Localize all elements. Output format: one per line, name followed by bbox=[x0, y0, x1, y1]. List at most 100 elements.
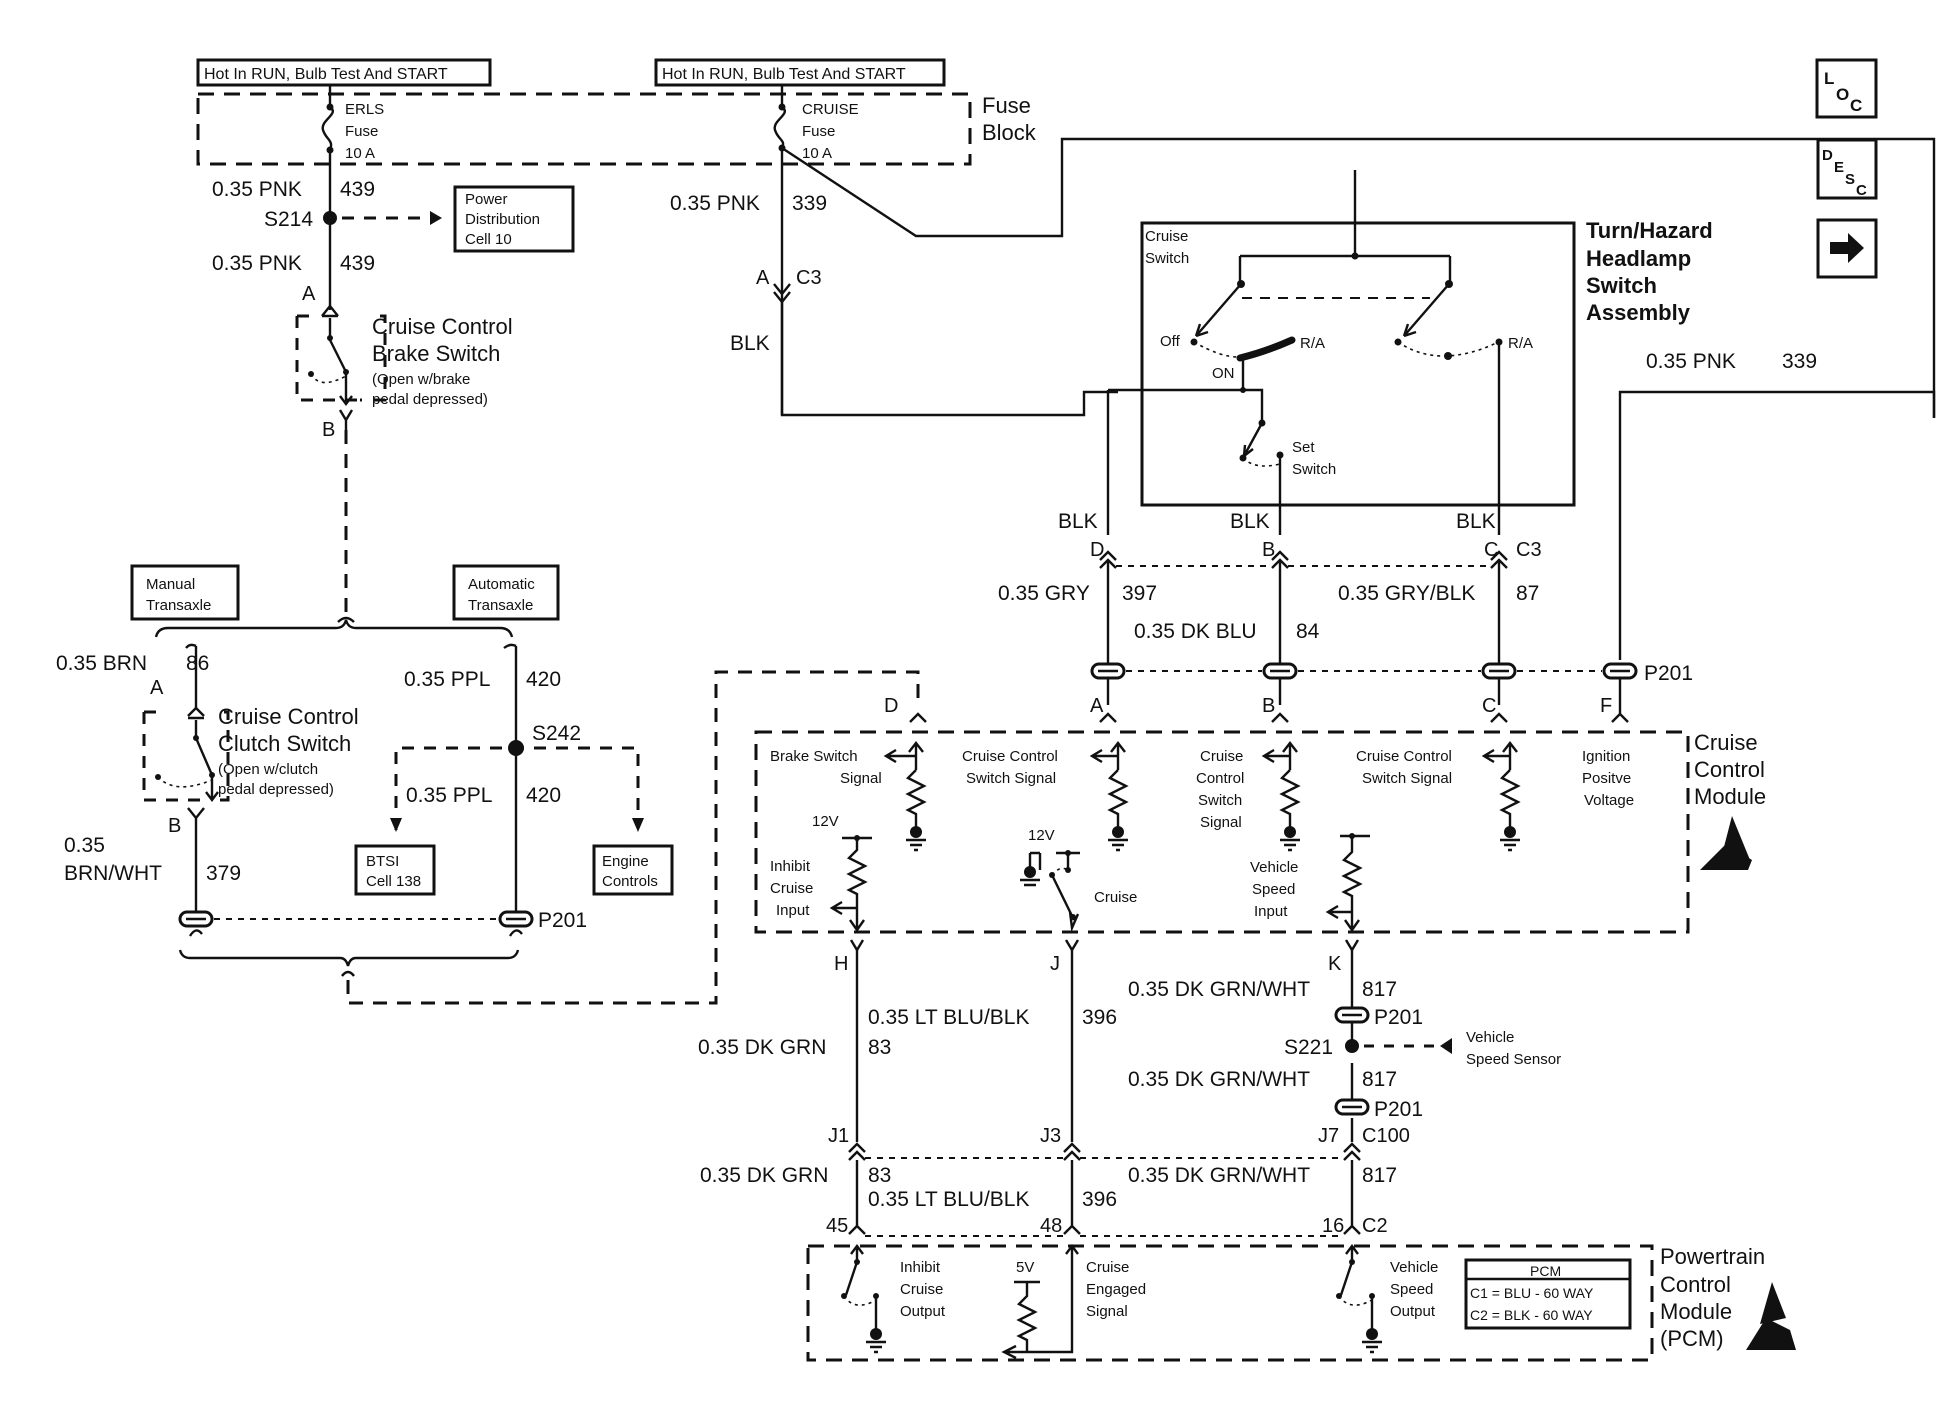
fuse-block-title-2: Block bbox=[982, 120, 1037, 145]
wire-83a-label: 0.35 DK GRN bbox=[698, 1036, 826, 1059]
brake-switch-title-1: Cruise Control bbox=[372, 314, 513, 339]
cruise-switch-label-1: Cruise bbox=[1145, 228, 1188, 245]
switch-on-label: ON bbox=[1212, 365, 1235, 382]
c3-connector-label: C3 bbox=[1516, 539, 1542, 561]
module-pin-b: B bbox=[1262, 695, 1275, 717]
cruise-fuse-label-3: 10 A bbox=[802, 145, 832, 162]
loc-l: L bbox=[1824, 69, 1834, 88]
ccm-title-2: Control bbox=[1694, 757, 1765, 782]
pcm-connector-legend: PCM C1 = BLU - 60 WAY C2 = BLK - 60 WAY bbox=[1464, 1258, 1632, 1330]
fuse-block: Fuse Block bbox=[196, 92, 1037, 166]
cruise-fuse-label-2: Fuse bbox=[802, 123, 835, 140]
hot-label-left: Hot In RUN, Bulb Test And START bbox=[196, 58, 492, 87]
pcm-vss-2: Speed bbox=[1390, 1281, 1433, 1298]
wire-379-circuit: 379 bbox=[206, 862, 241, 885]
ccm-switch-signal-3a: Cruise Control bbox=[1356, 748, 1452, 765]
cruise-fuse-label-1: CRUISE bbox=[802, 101, 859, 118]
power-dist-1: Power bbox=[465, 191, 508, 208]
splice-s221 bbox=[1345, 1039, 1359, 1053]
pcm-engaged-1: Cruise bbox=[1086, 1259, 1129, 1276]
wire-817c-label: 0.35 DK GRN/WHT bbox=[1128, 1164, 1310, 1187]
clutch-switch: Cruise Control Clutch Switch (Open w/clu… bbox=[142, 704, 359, 802]
c2-pin-16: 16 bbox=[1322, 1215, 1344, 1237]
c3-pin-d: D bbox=[1090, 539, 1104, 561]
pcm-title-2: Control bbox=[1660, 1272, 1731, 1297]
manual-1: Manual bbox=[146, 576, 195, 593]
p201-inline-a: P201 bbox=[1334, 1006, 1423, 1029]
module-pin-a: A bbox=[1090, 695, 1104, 717]
manual-transaxle-box: Manual Transaxle bbox=[130, 564, 240, 621]
wire-86-circuit: 86 bbox=[186, 652, 209, 675]
wire-396a-label: 0.35 LT BLU/BLK bbox=[868, 1006, 1030, 1029]
wire-87-circuit: 87 bbox=[1516, 582, 1539, 605]
switch-ra-right-label: R/A bbox=[1508, 335, 1533, 352]
erls-fuse-label-3: 10 A bbox=[345, 145, 375, 162]
brake-switch-note-2: pedal depressed) bbox=[372, 391, 488, 408]
clutch-switch-title-1: Cruise Control bbox=[218, 704, 359, 729]
cruise-control-module: Cruise Control Module Brake Switch Signa… bbox=[754, 730, 1766, 934]
switch-off-label: Off bbox=[1160, 333, 1181, 350]
auto-2: Transaxle bbox=[468, 597, 533, 614]
pcm-inhibit-3: Output bbox=[900, 1303, 946, 1320]
powertrain-control-module: Powertrain Control Module (PCM) Inhibit … bbox=[806, 1244, 1796, 1362]
ccm-ignition-1: Ignition bbox=[1582, 748, 1630, 765]
wire-397-label: 0.35 GRY bbox=[998, 582, 1090, 605]
power-distribution-box: Power Distribution Cell 10 bbox=[453, 185, 575, 253]
mid-pin-a: A bbox=[756, 267, 770, 289]
clutch-pin-b: B bbox=[168, 815, 181, 837]
wire-817a-label: 0.35 DK GRN/WHT bbox=[1128, 978, 1310, 1001]
wire-83b-label: 0.35 DK GRN bbox=[700, 1164, 828, 1187]
ccm-switch-signal-1b: Switch Signal bbox=[966, 770, 1056, 787]
vss-label-1: Vehicle bbox=[1466, 1029, 1514, 1046]
brake-pin-b: B bbox=[322, 419, 335, 441]
loc-c: C bbox=[1850, 96, 1862, 115]
btsi-box: BTSI Cell 138 bbox=[354, 844, 436, 896]
wire-817a-circuit: 817 bbox=[1362, 978, 1397, 1001]
loc-button[interactable]: L O C bbox=[1815, 58, 1878, 119]
auto-1: Automatic bbox=[468, 576, 535, 593]
erls-fuse: ERLS Fuse 10 A bbox=[321, 86, 384, 310]
wire-339-right-label: 0.35 PNK bbox=[1646, 350, 1736, 373]
turn-hazard-switch-assembly: Turn/Hazard Headlamp Switch Assembly Cru… bbox=[1106, 170, 1713, 535]
engine-1: Engine bbox=[602, 853, 649, 870]
wire-439b-label: 0.35 PNK bbox=[212, 252, 302, 275]
pcm-engaged-2: Engaged bbox=[1086, 1281, 1146, 1298]
automatic-transaxle-box: Automatic Transaxle bbox=[452, 564, 560, 621]
ccm-switch-signal-2d: Signal bbox=[1200, 814, 1242, 831]
ccm-inhibit-1: Inhibit bbox=[770, 858, 811, 875]
module-pin-f: F bbox=[1600, 695, 1612, 717]
power-dist-2: Distribution bbox=[465, 211, 540, 228]
wire-83a-circuit: 83 bbox=[868, 1036, 891, 1059]
desc-e: E bbox=[1834, 159, 1844, 176]
switch-assembly-title-1: Turn/Hazard bbox=[1586, 218, 1713, 243]
splice-s214-label: S214 bbox=[264, 208, 313, 231]
ccm-vss-3: Input bbox=[1254, 903, 1288, 920]
desc-c: C bbox=[1856, 182, 1867, 199]
ccm-ignition-3: Voltage bbox=[1584, 792, 1634, 809]
c3-connectors: BLK D BLK B BLK C C3 bbox=[1058, 510, 1542, 705]
wire-817c-circuit: 817 bbox=[1362, 1164, 1397, 1187]
desc-button[interactable]: D E S C bbox=[1816, 138, 1878, 200]
wire-817b-label: 0.35 DK GRN/WHT bbox=[1128, 1068, 1310, 1091]
brake-pin-a: A bbox=[302, 283, 316, 305]
brake-switch: Cruise Control Brake Switch (Open w/brak… bbox=[295, 314, 513, 408]
pcm-engaged-3: Signal bbox=[1086, 1303, 1128, 1320]
hot-label-left-text: Hot In RUN, Bulb Test And START bbox=[204, 66, 448, 83]
pcm-title-1: Powertrain bbox=[1660, 1244, 1765, 1269]
p201-connector-left: P201 bbox=[178, 909, 587, 977]
next-button[interactable] bbox=[1816, 218, 1878, 279]
desc-d: D bbox=[1822, 147, 1833, 164]
c3-blk-b: BLK bbox=[1230, 510, 1270, 533]
erls-fuse-label-2: Fuse bbox=[345, 123, 378, 140]
ccm-inhibit-3: Input bbox=[776, 902, 810, 919]
ccm-pin-h: H bbox=[834, 953, 848, 975]
wire-379-color: BRN/WHT bbox=[64, 862, 162, 885]
ccm-switch-signal-3b: Switch Signal bbox=[1362, 770, 1452, 787]
wire-86-label: 0.35 BRN bbox=[56, 652, 147, 675]
ccm-pin-k: K bbox=[1328, 953, 1342, 975]
manual-2: Transaxle bbox=[146, 597, 211, 614]
ccm-title-3: Module bbox=[1694, 784, 1766, 809]
ccm-vss-2: Speed bbox=[1252, 881, 1295, 898]
clutch-switch-title-2: Clutch Switch bbox=[218, 731, 351, 756]
